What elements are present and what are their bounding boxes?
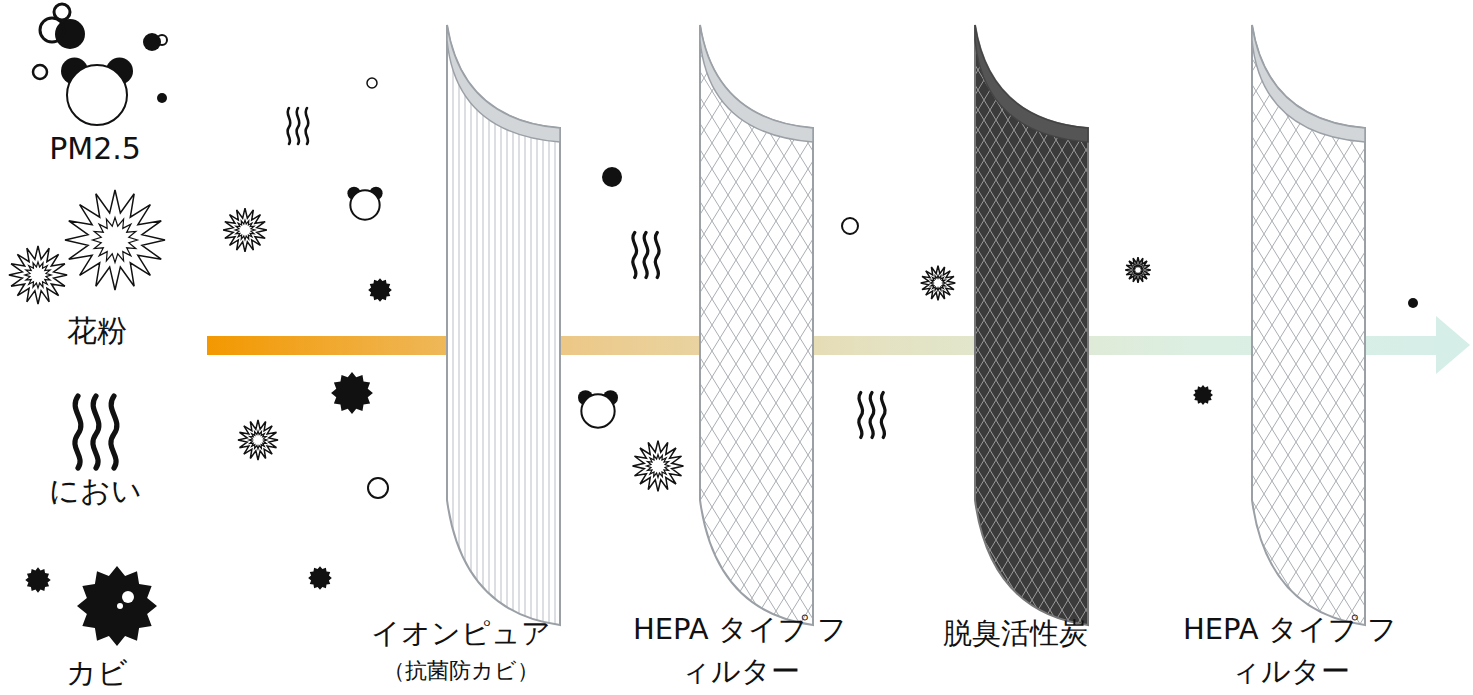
mold-icon <box>25 566 157 646</box>
filter-label: HEPA タイプ フィルター <box>625 608 855 692</box>
filter-hepa <box>700 25 813 625</box>
particles <box>223 78 1418 590</box>
arrow-head <box>1436 316 1470 374</box>
legend-label: カビ <box>7 652 187 694</box>
pollen-icon <box>9 190 165 304</box>
filter-label: （抗菌防カビ） <box>341 650 581 692</box>
filter-label: HEPA タイプ フィルター <box>1175 608 1405 692</box>
legend-label: PM2.5 <box>5 128 185 170</box>
filter-ionpure <box>447 25 560 625</box>
filter-label: イオンピュア <box>341 612 581 654</box>
odor-icon <box>75 396 117 468</box>
pm25-icon <box>33 4 167 125</box>
legend-label: におい <box>5 470 185 512</box>
legend-label: 花粉 <box>7 310 187 352</box>
filter-label: 脱臭活性炭 <box>895 612 1135 654</box>
filter-carbon <box>975 25 1088 625</box>
filter-hepa <box>1252 25 1365 625</box>
